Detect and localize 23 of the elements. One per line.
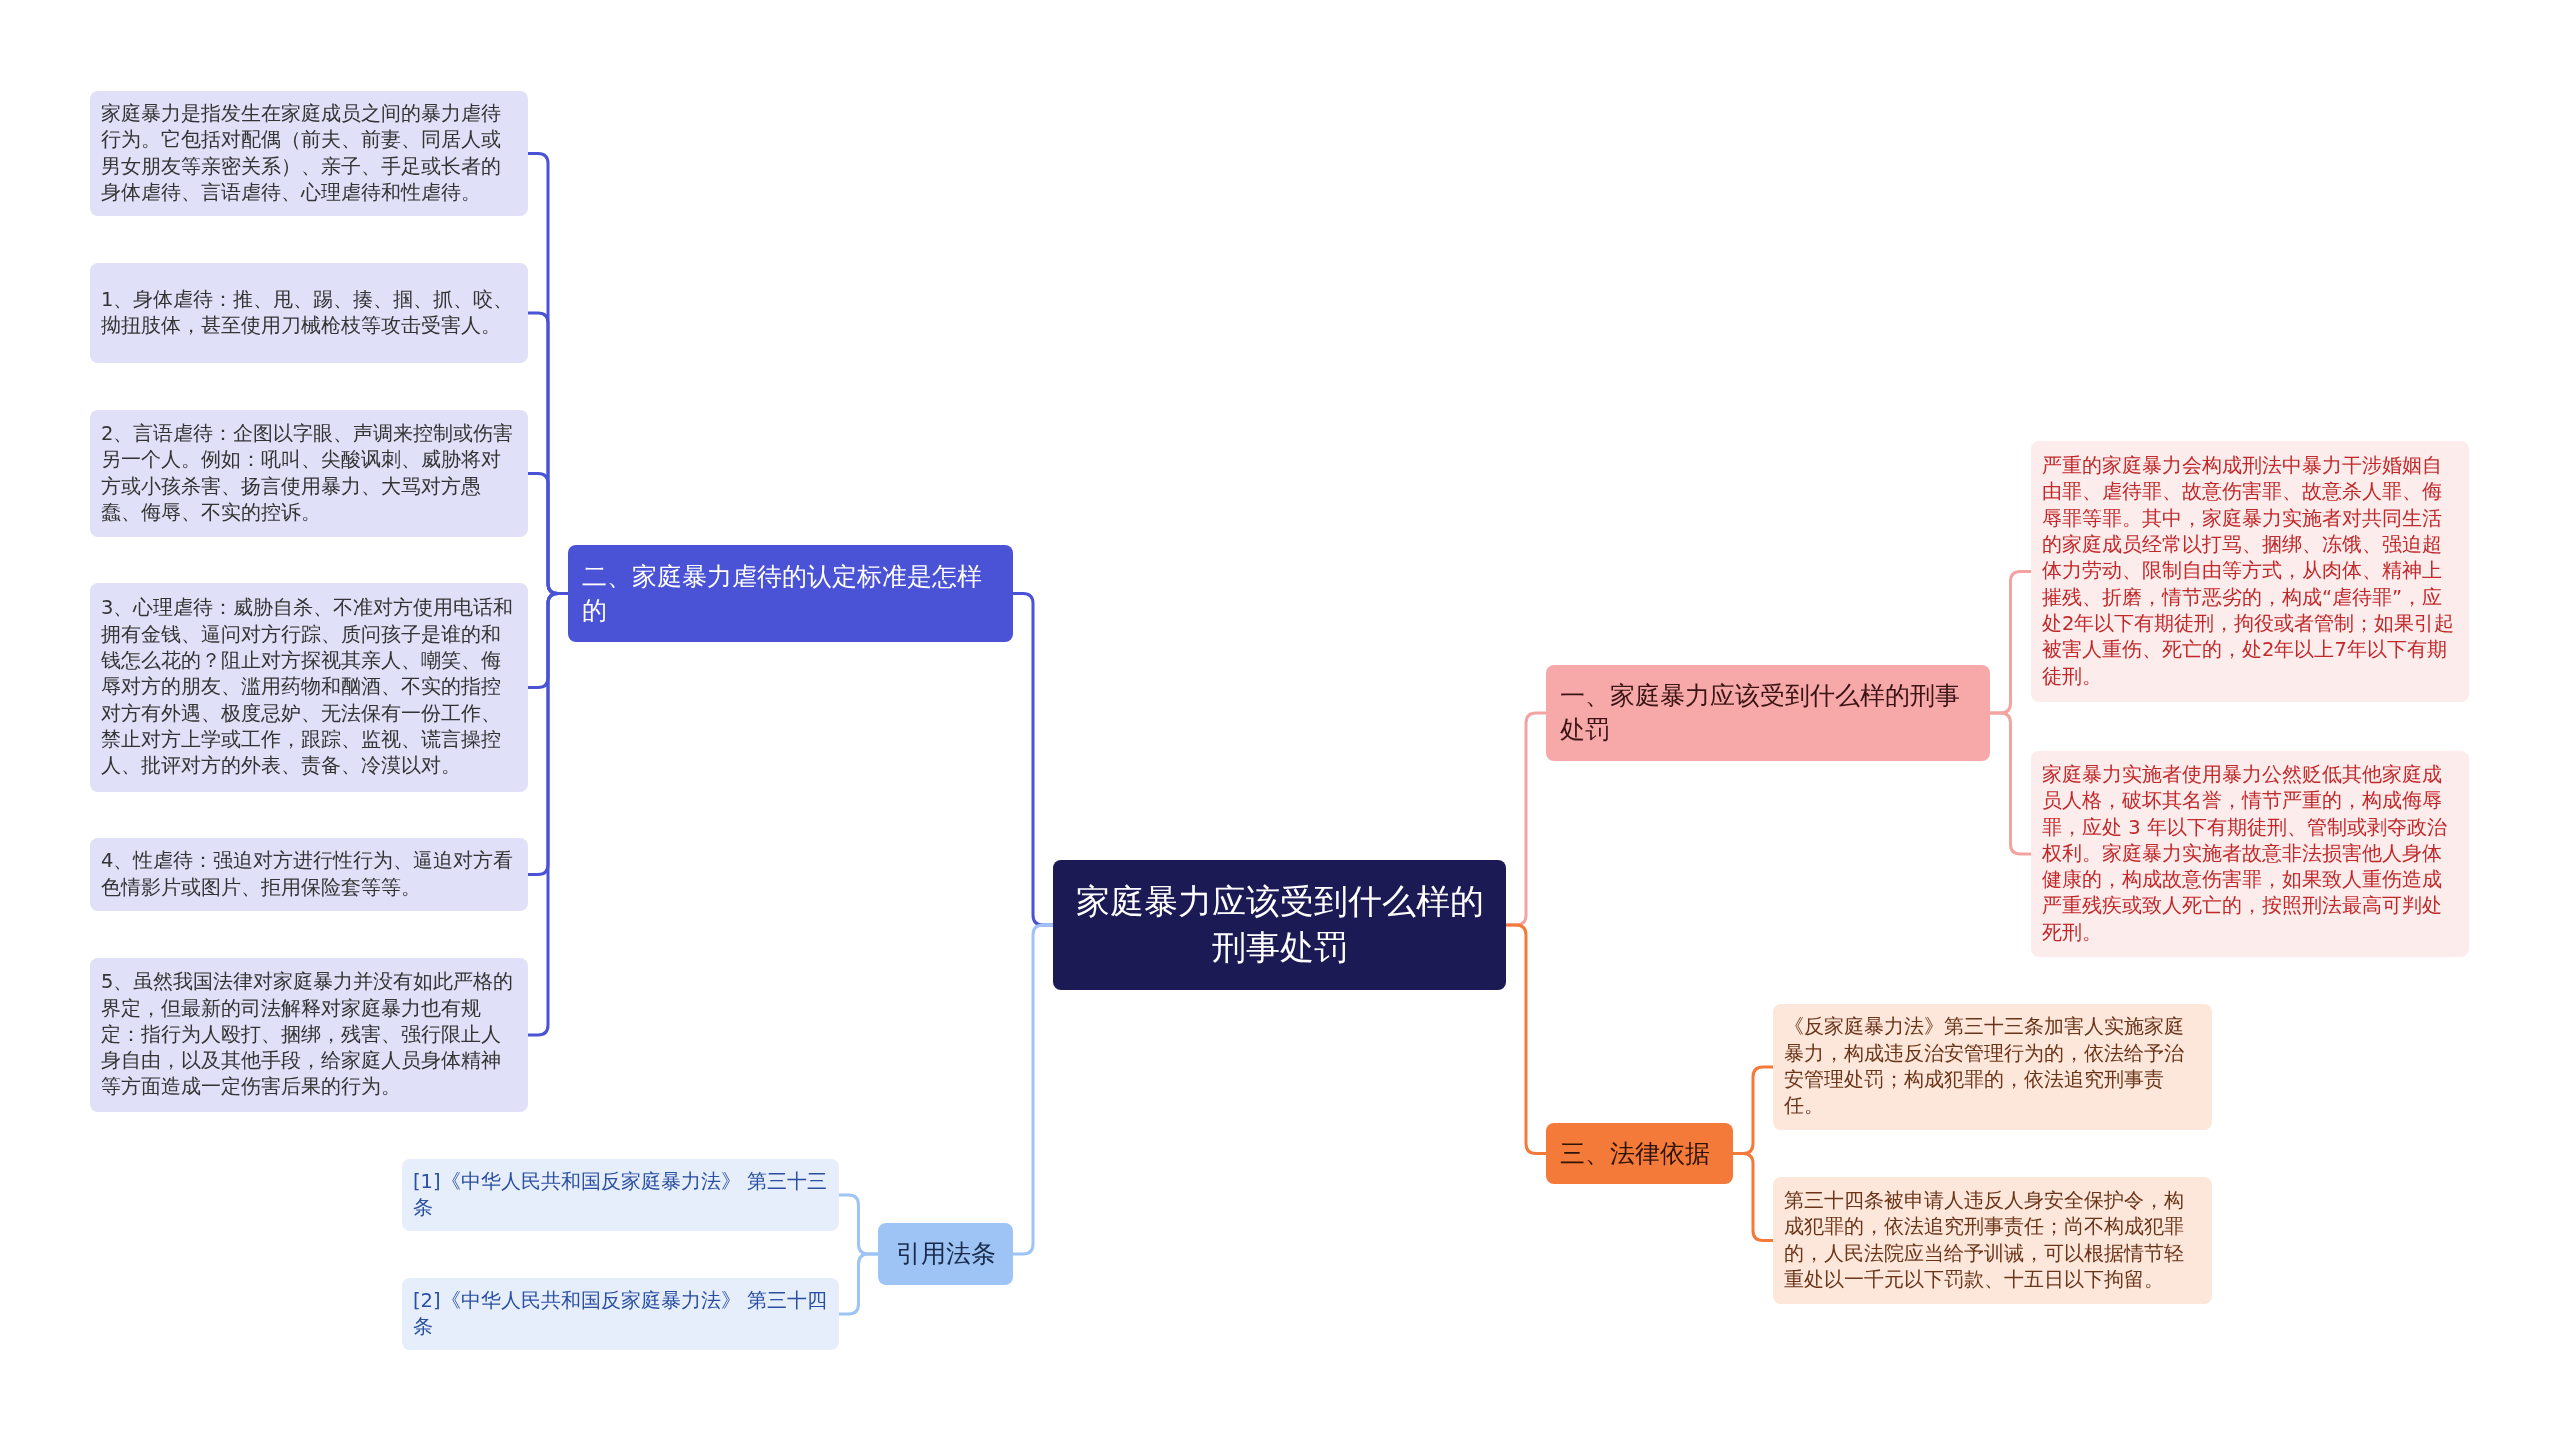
connector-line: [1990, 711, 2031, 856]
topic-box: 一、家庭暴力应该受到什么样的刑事处罚: [1546, 665, 1990, 761]
reference-card: [2]《中华人民共和国反家庭暴力法》 第三十四条: [402, 1278, 839, 1350]
root-topic-box: 家庭暴力应该受到什么样的刑事处罚: [1053, 860, 1506, 990]
connector-line: [1733, 1152, 1773, 1242]
text-card: 严重的家庭暴力会构成刑法中暴力干涉婚姻自由罪、虐待罪、故意伤害罪、故意杀人罪、侮辱罪等罪。其中，家庭暴力实施者对共同生活的家庭成员经常以打骂、捆绑、冻饿、强迫超体力劳动、限制自由等方式，从肉体、精神上摧残、折磨，情节恶劣的，构成“虐待罪”，应处2年以下有期徒刑，拘役或者管制；如果引起被害人重伤、死亡的，处2年以上7年以下有期徒刑。: [2031, 441, 2469, 702]
text-card: 《反家庭暴力法》第三十三条加害人实施家庭暴力，构成违反治安管理行为的，依法给予治安管理处罚；构成犯罪的，依法追究刑事责任。: [1773, 1004, 2212, 1130]
text-card: 2、言语虐待：企图以字眼、声调来控制或伤害另一个人。例如：吼叫、尖酸讽刺、威胁将对方或小孩杀害、扬言使用暴力、大骂对方愚蠢、侮辱、不实的控诉。: [90, 410, 528, 537]
topic-box: 引用法条: [878, 1223, 1013, 1285]
text-card: 3、心理虐待：威胁自杀、不准对方使用电话和拥有金钱、逼问对方行踪、质问孩子是谁的和钱怎么花的？阻止对方探视其亲人、嘲笑、侮辱对方的朋友、滥用药物和酗酒、不实的指控对方有外遇、极度忌妒、无法保有一份工作、禁止对方上学或工作，跟踪、监视、谎言操控人、批评对方的外表、责备、冷漠以对。: [90, 583, 528, 792]
text-card: 4、性虐待：强迫对方进行性行为、逼迫对方看色情影片或图片、拒用保险套等等。: [90, 838, 528, 911]
connector-line: [1506, 923, 1546, 1155]
text-card: 第三十四条被申请人违反人身安全保护令，构成犯罪的，依法追究刑事责任；尚不构成犯罪的，人民法院应当给予训诫，可以根据情节轻重处以一千元以下罚款、十五日以下拘留。: [1773, 1177, 2212, 1304]
reference-card: [1]《中华人民共和国反家庭暴力法》 第三十三条: [402, 1159, 839, 1231]
text-card: 1、身体虐待：推、甩、踢、揍、掴、抓、咬、拗扭肢体，甚至使用刀械枪枝等攻击受害人。: [90, 263, 528, 363]
text-card: 家庭暴力实施者使用暴力公然贬低其他家庭成员人格，破坏其名誉，情节严重的，构成侮辱罪，应处 3 年以下有期徒刑、管制或剥夺政治权利。家庭暴力实施者故意非法损害他人身体健康的，构成故意伤害罪，如果致人重伤造成严重残疾或致人死亡的，按照刑法最高可判处死刑。: [2031, 751, 2469, 957]
connector-line: [528, 592, 568, 1037]
connector-line: [1013, 923, 1053, 1256]
text-card: 5、虽然我国法律对家庭暴力并没有如此严格的界定，但最新的司法解释对家庭暴力也有规定：指行为人殴打、捆绑，残害、强行限止人身自由，以及其他手段，给家庭人员身体精神等方面造成一定伤害后果的行为。: [90, 958, 528, 1112]
topic-box: 三、法律依据: [1546, 1123, 1733, 1184]
topic-box: 二、家庭暴力虐待的认定标准是怎样的: [568, 545, 1013, 642]
connector-line: [839, 1252, 878, 1316]
text-card: 家庭暴力是指发生在家庭成员之间的暴力虐待行为。它包括对配偶（前夫、前妻、同居人或男女朋友等亲密关系）、亲子、手足或长者的身体虐待、言语虐待、心理虐待和性虐待。: [90, 91, 528, 216]
